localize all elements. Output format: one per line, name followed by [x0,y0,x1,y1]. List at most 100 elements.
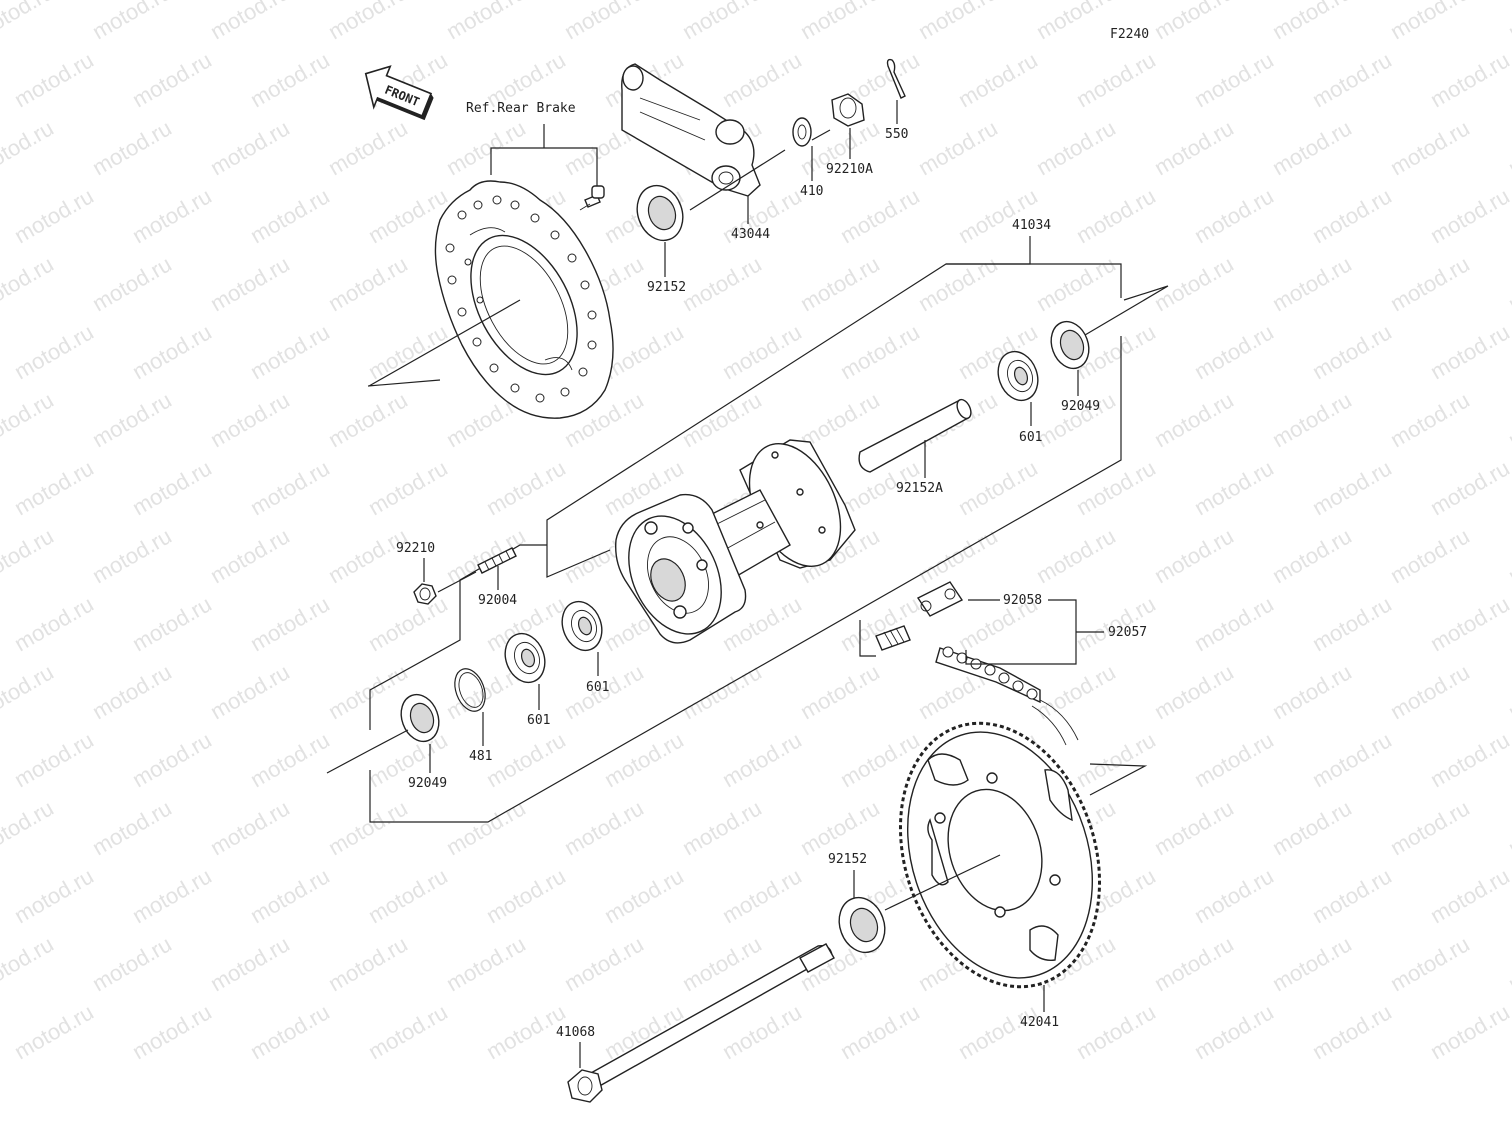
watermark-text: motod.ru [442,931,530,996]
label-43044: 43044 [731,227,770,242]
watermark-text: motod.ru [128,319,216,384]
watermark-text: motod.ru [88,387,176,452]
watermark-text: motod.ru [324,115,412,180]
watermark-text: motod.ru [560,931,648,996]
watermark-text: motod.ru [1150,795,1238,860]
label-92049-right: 92049 [1061,399,1100,414]
watermark-text: motod.ru [1386,115,1474,180]
cotter-pin [886,58,906,99]
brake-disc [434,180,614,419]
watermark-text: motod.ru [482,863,570,928]
watermark-text: motod.ru [1386,931,1474,996]
watermark-text: motod.ru [1268,931,1356,996]
watermark-text: motod.ru [796,659,884,724]
watermark-text: motod.ru [1308,319,1396,384]
watermark-text: motod.ru [324,795,412,860]
watermark-text: motod.ru [914,523,1002,588]
watermark-text: motod.ru [1504,795,1512,860]
watermark-text: motod.ru [1426,455,1512,520]
watermark-text: motod.ru [678,0,766,44]
label-601-left: 601 [527,713,550,728]
watermark-text: motod.ru [1072,455,1160,520]
watermark-text: motod.ru [1308,47,1396,112]
watermark-text: motod.ru [1268,115,1356,180]
disc-axis-line [367,299,521,387]
watermark-text: motod.ru [206,387,294,452]
bracket-axis-line [689,129,831,211]
watermark-text: motod.ru [246,183,334,248]
rear-axle [567,943,835,1103]
watermark-text: motod.ru [1268,659,1356,724]
watermark-text: motod.ru [246,455,334,520]
watermark-text: motod.ru [1426,727,1512,792]
watermark-text: motod.ru [1426,591,1512,656]
watermark-text: motod.ru [718,319,806,384]
watermark-text: motod.ru [88,795,176,860]
watermark-text: motod.ru [10,319,98,384]
watermark-text: motod.ru [324,0,412,44]
watermark-text: motod.ru [364,455,452,520]
collar-top [636,184,684,242]
watermark-text: motod.ru [1190,863,1278,928]
watermark-text: motod.ru [1504,387,1512,452]
watermark-text: motod.ru [10,863,98,928]
watermark-text: motod.ru [10,183,98,248]
front-arrow-icon: FRONT [364,65,434,121]
watermark-text: motod.ru [954,999,1042,1064]
watermark-text: motod.ru [1268,251,1356,316]
watermark-text: motod.ru [1150,931,1238,996]
watermark-text: motod.ru [128,47,216,112]
watermark-text: motod.ru [10,727,98,792]
watermark-text: motod.ru [1072,727,1160,792]
watermark-text: motod.ru [128,863,216,928]
watermark-text: motod.ru [364,863,452,928]
watermark-text: motod.ru [678,251,766,316]
watermark-text: motod.ru [1032,251,1120,316]
circlip [454,668,486,712]
watermark-text: motod.ru [1268,795,1356,860]
watermark-text: motod.ru [1190,47,1278,112]
watermark-text: motod.ru [560,795,648,860]
watermark-text: motod.ru [1032,0,1120,44]
watermark-text: motod.ru [914,115,1002,180]
label-41034: 41034 [1012,218,1051,233]
watermark-text: motod.ru [954,47,1042,112]
watermark-text: motod.ru [246,47,334,112]
watermark-text: motod.ru [1308,863,1396,928]
label-92049-left: 92049 [408,776,447,791]
watermark-text: motod.ru [1268,523,1356,588]
figure-code: F2240 [1110,27,1149,42]
hub-axis-right [1084,285,1169,336]
watermark-text: motod.ru [1386,523,1474,588]
ref-bracket-line [490,124,598,188]
watermark-text: motod.ru [1190,999,1278,1064]
watermark-text: motod.ru [1268,0,1356,44]
watermark-text: motod.ru [324,251,412,316]
label-41068: 41068 [556,1025,595,1040]
watermark-text: motod.ru [1386,0,1474,44]
watermark-text: motod.ru [1426,47,1512,112]
watermark-text: motod.ru [836,319,924,384]
bearing-right [997,350,1039,402]
label-550: 550 [885,127,908,142]
watermark-text: motod.ru [128,591,216,656]
watermark-text: motod.ru [1150,0,1238,44]
sprocket-axis-line [884,763,1148,911]
watermark-text: motod.ru [560,0,648,44]
watermark-text: motod.ru [10,591,98,656]
watermark-text: motod.ru [10,47,98,112]
wheel-hub [615,439,856,644]
watermark-text: motod.ru [678,659,766,724]
watermark-text: motod.ru [10,999,98,1064]
watermark-text: motod.ru [678,387,766,452]
watermark-text: motod.ru [206,251,294,316]
watermark-text: motod.ru [1190,727,1278,792]
watermark-text: motod.ru [1386,795,1474,860]
watermark-text: motod.ru [206,795,294,860]
watermark-text: motod.ru [1150,387,1238,452]
label-92152-bottom: 92152 [828,852,867,867]
watermark-text: motod.ru [128,183,216,248]
watermark-text: motod.ru [796,251,884,316]
watermark-text: motod.ru [206,0,294,44]
watermark-text: motod.ru [128,455,216,520]
